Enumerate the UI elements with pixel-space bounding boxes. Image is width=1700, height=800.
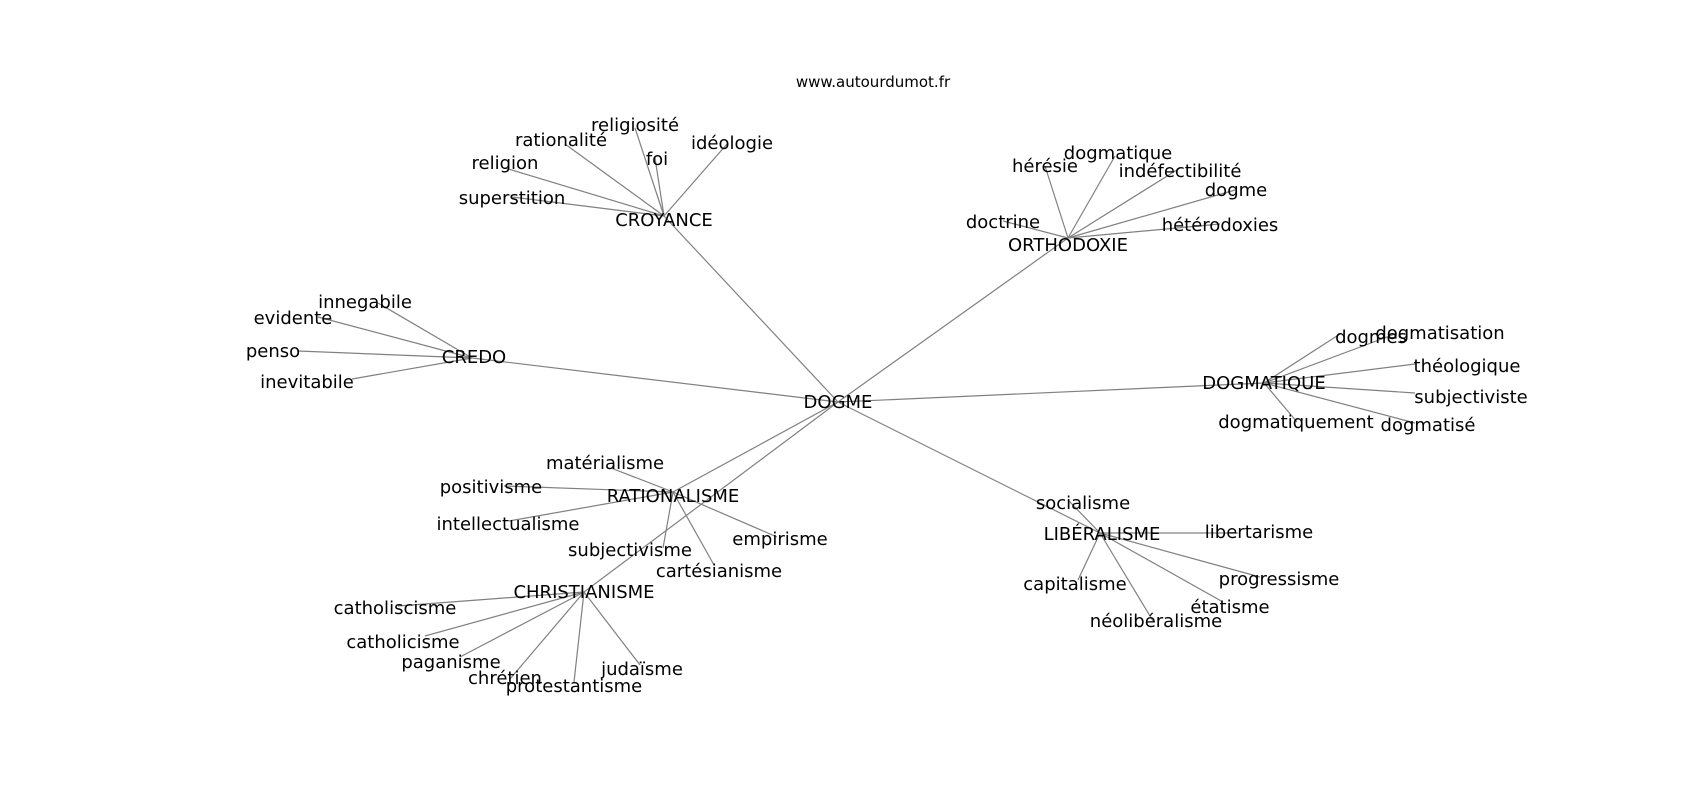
edge-croyance-rationalite [564, 143, 665, 217]
node-foi[interactable]: foi [646, 149, 668, 170]
edge-croyance-ideologie [663, 143, 728, 217]
node-rationalisme[interactable]: RATIONALISME [607, 486, 740, 507]
edge-dogme-christianisme [583, 401, 839, 593]
node-catholicisme[interactable]: catholicisme [346, 632, 459, 653]
edge-orthodoxie-doctrine [1002, 220, 1069, 239]
node-chretien[interactable]: chrétien [468, 668, 542, 689]
node-dogme[interactable]: DOGME [804, 392, 873, 413]
edge-christianisme-paganisme [459, 591, 585, 658]
node-socialisme[interactable]: socialisme [1036, 493, 1130, 514]
edge-christianisme-judaisme [583, 591, 641, 666]
edge-rationalisme-empirisme [672, 491, 778, 538]
edge-christianisme-catholicisme [424, 591, 585, 637]
edge-croyance-superstition [511, 196, 665, 217]
edge-dogmatique-subjectiviste [1263, 382, 1416, 394]
edge-credo-inevitabile [351, 357, 473, 380]
node-dogmatiquement[interactable]: dogmatiquement [1218, 412, 1373, 433]
node-judaisme[interactable]: judaïsme [600, 659, 683, 680]
edge-dogmatique-dogmatiquement [1263, 382, 1298, 423]
node-religiosite[interactable]: religiosité [591, 115, 679, 136]
edge-rationalisme-subjectivisme [662, 491, 674, 549]
edge-liberalisme-progressisme [1099, 532, 1261, 578]
node-indefectibilite[interactable]: indéfectibilité [1119, 161, 1242, 182]
edge-orthodoxie-heresie [1044, 165, 1069, 239]
edge-liberalisme-capitalisme [1077, 532, 1101, 581]
node-progressisme[interactable]: progressisme [1219, 569, 1340, 590]
node-credo[interactable]: CREDO [442, 347, 506, 368]
edge-dogme-croyance [663, 215, 839, 403]
node-heterodoxies[interactable]: hétérodoxies [1162, 215, 1279, 236]
node-positivisme[interactable]: positivisme [440, 477, 543, 498]
edge-liberalisme-neoliberalisme [1099, 532, 1154, 622]
edge-credo-innegabile [377, 302, 473, 359]
node-dogme[interactable]: dogme [1205, 180, 1267, 201]
edge-christianisme-chretien [509, 591, 585, 680]
edge-dogme-liberalisme [837, 401, 1101, 534]
edge-orthodoxie-indefectibilite [1067, 167, 1181, 239]
edge-rationalisme-cartesianisme [672, 491, 715, 566]
node-evidente[interactable]: evidente [254, 308, 333, 329]
node-paganisme[interactable]: paganisme [401, 652, 500, 673]
edge-dogmatique-dogmatisation [1263, 333, 1396, 384]
edge-dogme-orthodoxie [837, 237, 1069, 403]
node-rationalite[interactable]: rationalité [515, 130, 607, 151]
edge-orthodoxie-dogmatique [1067, 155, 1116, 239]
edge-dogme-rationalisme [672, 401, 839, 493]
edge-croyance-religion [504, 167, 665, 217]
node-religion[interactable]: religion [472, 153, 539, 174]
node-theologique[interactable]: théologique [1414, 356, 1521, 377]
edge-dogmatique-dogmes [1263, 333, 1341, 384]
node-superstition[interactable]: superstition [459, 188, 566, 209]
edge-christianisme-catholiscisme [397, 591, 585, 607]
edge-orthodoxie-heterodoxies [1067, 223, 1221, 239]
edge-dogme-credo [471, 357, 839, 403]
node-materialisme[interactable]: matérialisme [546, 453, 664, 474]
edge-croyance-religiosite [634, 127, 665, 217]
edge-rationalisme-intellectualisme [508, 491, 674, 522]
node-dogmatisation[interactable]: dogmatisation [1375, 323, 1504, 344]
node-heresie[interactable]: hérésie [1012, 156, 1078, 177]
site-watermark: www.autourdumot.fr [796, 73, 951, 91]
edge-credo-penso [297, 350, 473, 359]
node-subjectivisme[interactable]: subjectivisme [568, 540, 692, 561]
edge-liberalisme-socialisme [1067, 499, 1101, 534]
graph-labels: www.autourdumot.fr DOGME CROYANCE religios… [246, 73, 1528, 697]
node-innegabile[interactable]: innegabile [318, 292, 412, 313]
node-penso[interactable]: penso [246, 341, 300, 362]
node-empirisme[interactable]: empirisme [732, 529, 827, 550]
node-orthodoxie[interactable]: ORTHODOXIE [1008, 235, 1128, 256]
node-dogmatique[interactable]: DOGMATIQUE [1202, 373, 1325, 394]
node-ideologie[interactable]: idéologie [691, 133, 773, 154]
node-subjectiviste[interactable]: subjectiviste [1414, 387, 1527, 408]
node-catholiscisme[interactable]: catholiscisme [334, 598, 457, 619]
edge-credo-evidente [317, 316, 473, 359]
node-christianisme[interactable]: CHRISTIANISME [513, 582, 654, 603]
edge-orthodoxie-dogme [1067, 189, 1236, 239]
node-dogmes[interactable]: dogmes [1335, 327, 1407, 348]
node-dogmatique[interactable]: dogmatique [1064, 143, 1172, 164]
edge-christianisme-protestantisme [573, 591, 585, 683]
node-cartesianisme[interactable]: cartésianisme [656, 561, 782, 582]
node-protestantisme[interactable]: protestantisme [506, 676, 643, 697]
edge-rationalisme-positivisme [503, 485, 674, 493]
node-neoliberalisme[interactable]: néolibéralisme [1090, 611, 1222, 632]
edge-croyance-foi [654, 157, 665, 217]
node-dogmatise[interactable]: dogmatisé [1381, 415, 1476, 436]
node-libertarisme[interactable]: libertarisme [1205, 522, 1313, 543]
node-doctrine[interactable]: doctrine [966, 212, 1040, 233]
node-liberalisme[interactable]: LIBÉRALISME [1044, 523, 1161, 545]
edge-liberalisme-etatisme [1099, 532, 1224, 603]
node-inevitabile[interactable]: inevitabile [260, 372, 354, 393]
node-capitalisme[interactable]: capitalisme [1023, 574, 1126, 595]
graph-edges [297, 127, 1416, 683]
node-croyance[interactable]: CROYANCE [615, 210, 713, 231]
edge-dogme-dogmatique [837, 382, 1265, 403]
node-etatisme[interactable]: étatisme [1190, 597, 1269, 618]
edge-dogmatique-theologique [1263, 363, 1416, 384]
edge-rationalisme-materialisme [610, 467, 674, 493]
node-intellectualisme[interactable]: intellectualisme [437, 514, 580, 535]
edge-dogmatique-dogmatise [1263, 382, 1416, 424]
